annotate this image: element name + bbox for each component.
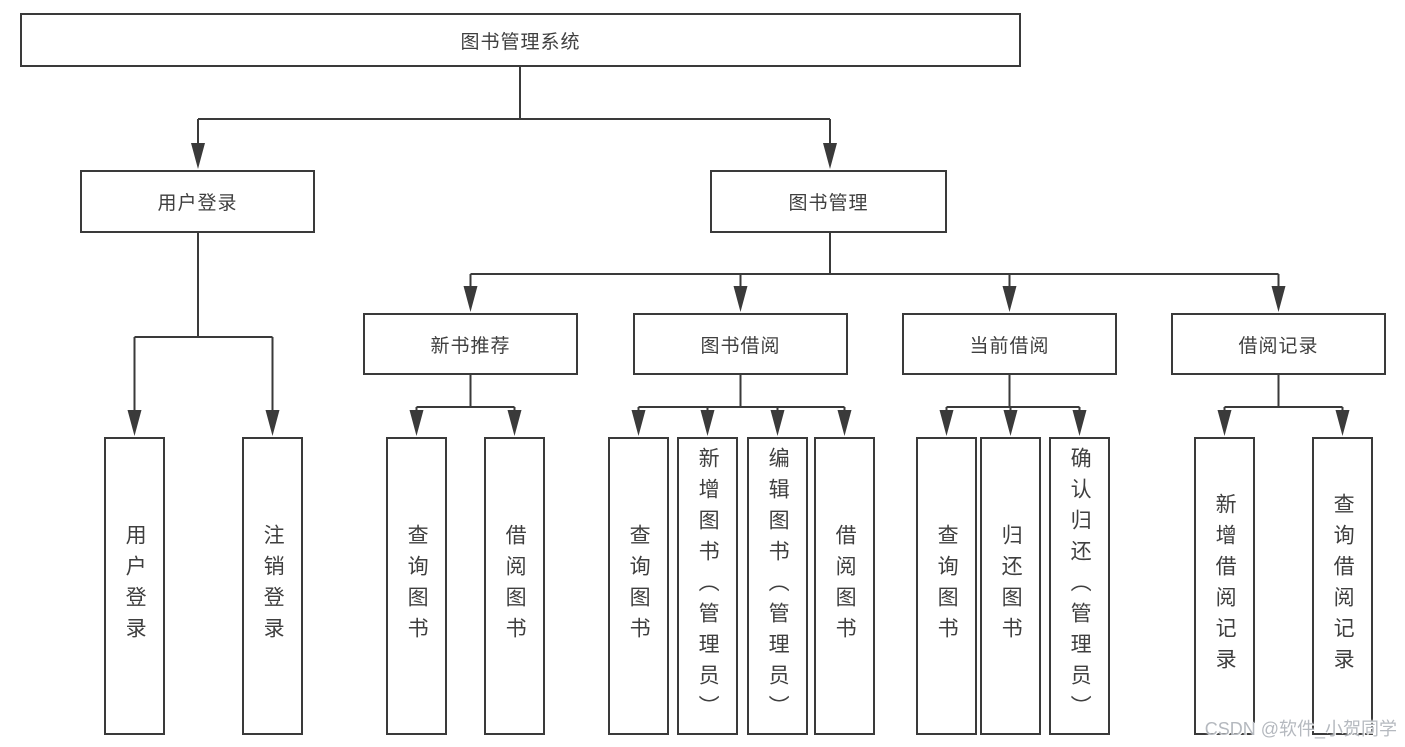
leaf-return-books: 归还图书 [980,437,1041,735]
node-root-label: 图书管理系统 [460,31,581,53]
node-root: 图书管理系统 [20,13,1021,67]
node-current-borrowing-label: 当前借阅 [969,335,1050,357]
leaf-confirm-return-admin-label: 确认归还（管理员） [1068,446,1092,726]
leaf-user-login: 用户登录 [104,437,165,735]
leaf-query-books-1-label: 查询图书 [405,524,429,648]
node-book-borrowing-label: 图书借阅 [700,335,781,357]
node-book-management-label: 图书管理 [788,193,869,214]
leaf-borrow-books-2-label: 借阅图书 [833,524,857,648]
node-borrowing-records-label: 借阅记录 [1238,335,1319,357]
leaf-query-borrow-record-label: 查询借阅记录 [1331,493,1355,679]
leaf-query-books-3-label: 查询图书 [935,524,959,648]
leaf-logout: 注销登录 [242,437,303,735]
csdn-watermark: CSDN @软件_小贺同学 [1204,719,1397,739]
leaf-add-borrow-record-label: 新增借阅记录 [1213,493,1237,679]
node-book-management: 图书管理 [710,170,947,233]
leaf-query-books-3: 查询图书 [916,437,977,735]
leaf-query-books-2: 查询图书 [608,437,669,735]
leaf-edit-books-admin: 编辑图书（管理员） [747,437,808,735]
leaf-borrow-books-1-label: 借阅图书 [503,524,527,648]
leaf-add-borrow-record: 新增借阅记录 [1194,437,1255,735]
leaf-borrow-books-1: 借阅图书 [484,437,545,735]
leaf-query-books-2-label: 查询图书 [627,524,651,648]
leaf-confirm-return-admin: 确认归还（管理员） [1049,437,1110,735]
leaf-add-books-admin: 新增图书（管理员） [677,437,738,735]
leaf-user-login-label: 用户登录 [123,524,147,648]
leaf-query-borrow-record: 查询借阅记录 [1312,437,1373,735]
leaf-logout-label: 注销登录 [261,524,285,648]
node-user-login: 用户登录 [80,170,315,233]
node-book-borrowing: 图书借阅 [633,313,848,375]
leaf-add-books-admin-label: 新增图书（管理员） [696,446,720,726]
node-user-login-label: 用户登录 [157,193,238,214]
node-borrowing-records: 借阅记录 [1171,313,1386,375]
node-new-book-recommend: 新书推荐 [363,313,578,375]
leaf-edit-books-admin-label: 编辑图书（管理员） [766,446,790,726]
leaf-query-books-1: 查询图书 [386,437,447,735]
arrowhead-icons [127,143,1350,436]
node-current-borrowing: 当前借阅 [902,313,1117,375]
leaf-return-books-label: 归还图书 [999,524,1023,648]
node-new-book-recommend-label: 新书推荐 [430,335,511,357]
leaf-borrow-books-2: 借阅图书 [814,437,875,735]
